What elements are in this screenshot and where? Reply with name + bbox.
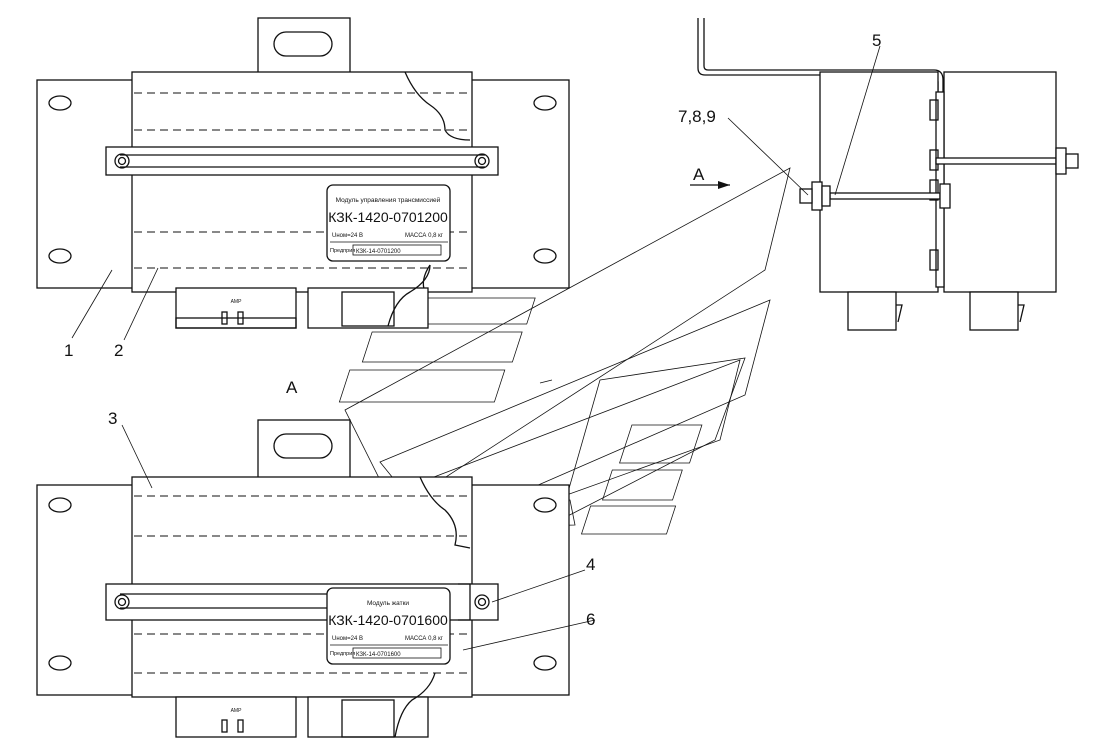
plate-mass: МАССА 0,8 кг (405, 636, 444, 642)
leader-lines (71, 45, 881, 651)
plate-mass: МАССА 0,8 кг (405, 233, 444, 239)
plate-serial: КЗК-14-0701200 (356, 249, 401, 255)
connector-tag: AMP (231, 299, 243, 305)
bottom-bracket-tab (257, 419, 351, 481)
nameplate-top: Модуль управления трансмиссией КЗК-1420-… (326, 184, 451, 262)
connector-right (307, 287, 429, 329)
callout-2: 2 (114, 341, 123, 360)
side-connector-left (847, 291, 897, 331)
side-connector-right (969, 291, 1019, 331)
plate-name: Модуль управления трансмиссией (336, 196, 441, 204)
callout-3: 3 (108, 409, 117, 428)
view-label-a: A (286, 378, 298, 397)
top-bracket-slot (273, 31, 333, 57)
plate-serial-label: Предприя (330, 651, 355, 657)
mount-hole (533, 497, 557, 513)
plate-code: КЗК-1420-0701200 (328, 209, 448, 225)
din-rail (105, 146, 499, 176)
view-label-a-arrow: A (693, 165, 705, 184)
connector-left (175, 696, 297, 738)
callout-5: 5 (872, 31, 881, 50)
upper-rod (935, 157, 1057, 165)
mount-hole (48, 497, 72, 513)
mount-hole (48, 655, 72, 671)
rail-screw (114, 153, 130, 169)
callout-7-8-9: 7,8,9 (678, 107, 716, 126)
mount-hole (48, 248, 72, 264)
callout-6: 6 (586, 610, 595, 629)
side-housing-left (819, 71, 939, 293)
plate-serial-label: Предприя (330, 248, 355, 254)
mount-hole (533, 655, 557, 671)
top-bracket-tab (257, 17, 351, 74)
side-view-assembly (690, 18, 1079, 331)
callout-labels: 1 2 3 4 6 5 7,8,9 A A (64, 31, 881, 629)
connector-left (175, 287, 297, 329)
plate-voltage: Uном=24 В (332, 233, 363, 239)
connector-right (307, 696, 429, 738)
plate-voltage: Uном=24 В (332, 636, 363, 642)
plate-serial: КЗК-14-0701600 (356, 652, 401, 658)
bottom-bracket-slot (273, 433, 333, 459)
lower-rod-5 (829, 192, 941, 200)
callout-4: 4 (586, 555, 595, 574)
top-module-assembly: Модуль управления трансмиссией КЗК-1420-… (36, 17, 570, 329)
rail-screw (474, 153, 490, 169)
mount-hole (533, 248, 557, 264)
mount-hole (48, 95, 72, 111)
rail-screw (114, 594, 130, 610)
rail-screw-4 (474, 594, 490, 610)
mount-hole (533, 95, 557, 111)
bottom-module-assembly: Модуль жатки КЗК-1420-0701600 Uном=24 В … (36, 419, 570, 738)
side-housing-right (943, 71, 1057, 293)
callout-1: 1 (64, 341, 73, 360)
nameplate-bottom: Модуль жатки КЗК-1420-0701600 Uном=24 В … (326, 587, 451, 665)
plate-name: Модуль жатки (367, 600, 409, 607)
plate-code: КЗК-1420-0701600 (328, 612, 448, 628)
connector-tag: AMP (231, 708, 243, 714)
